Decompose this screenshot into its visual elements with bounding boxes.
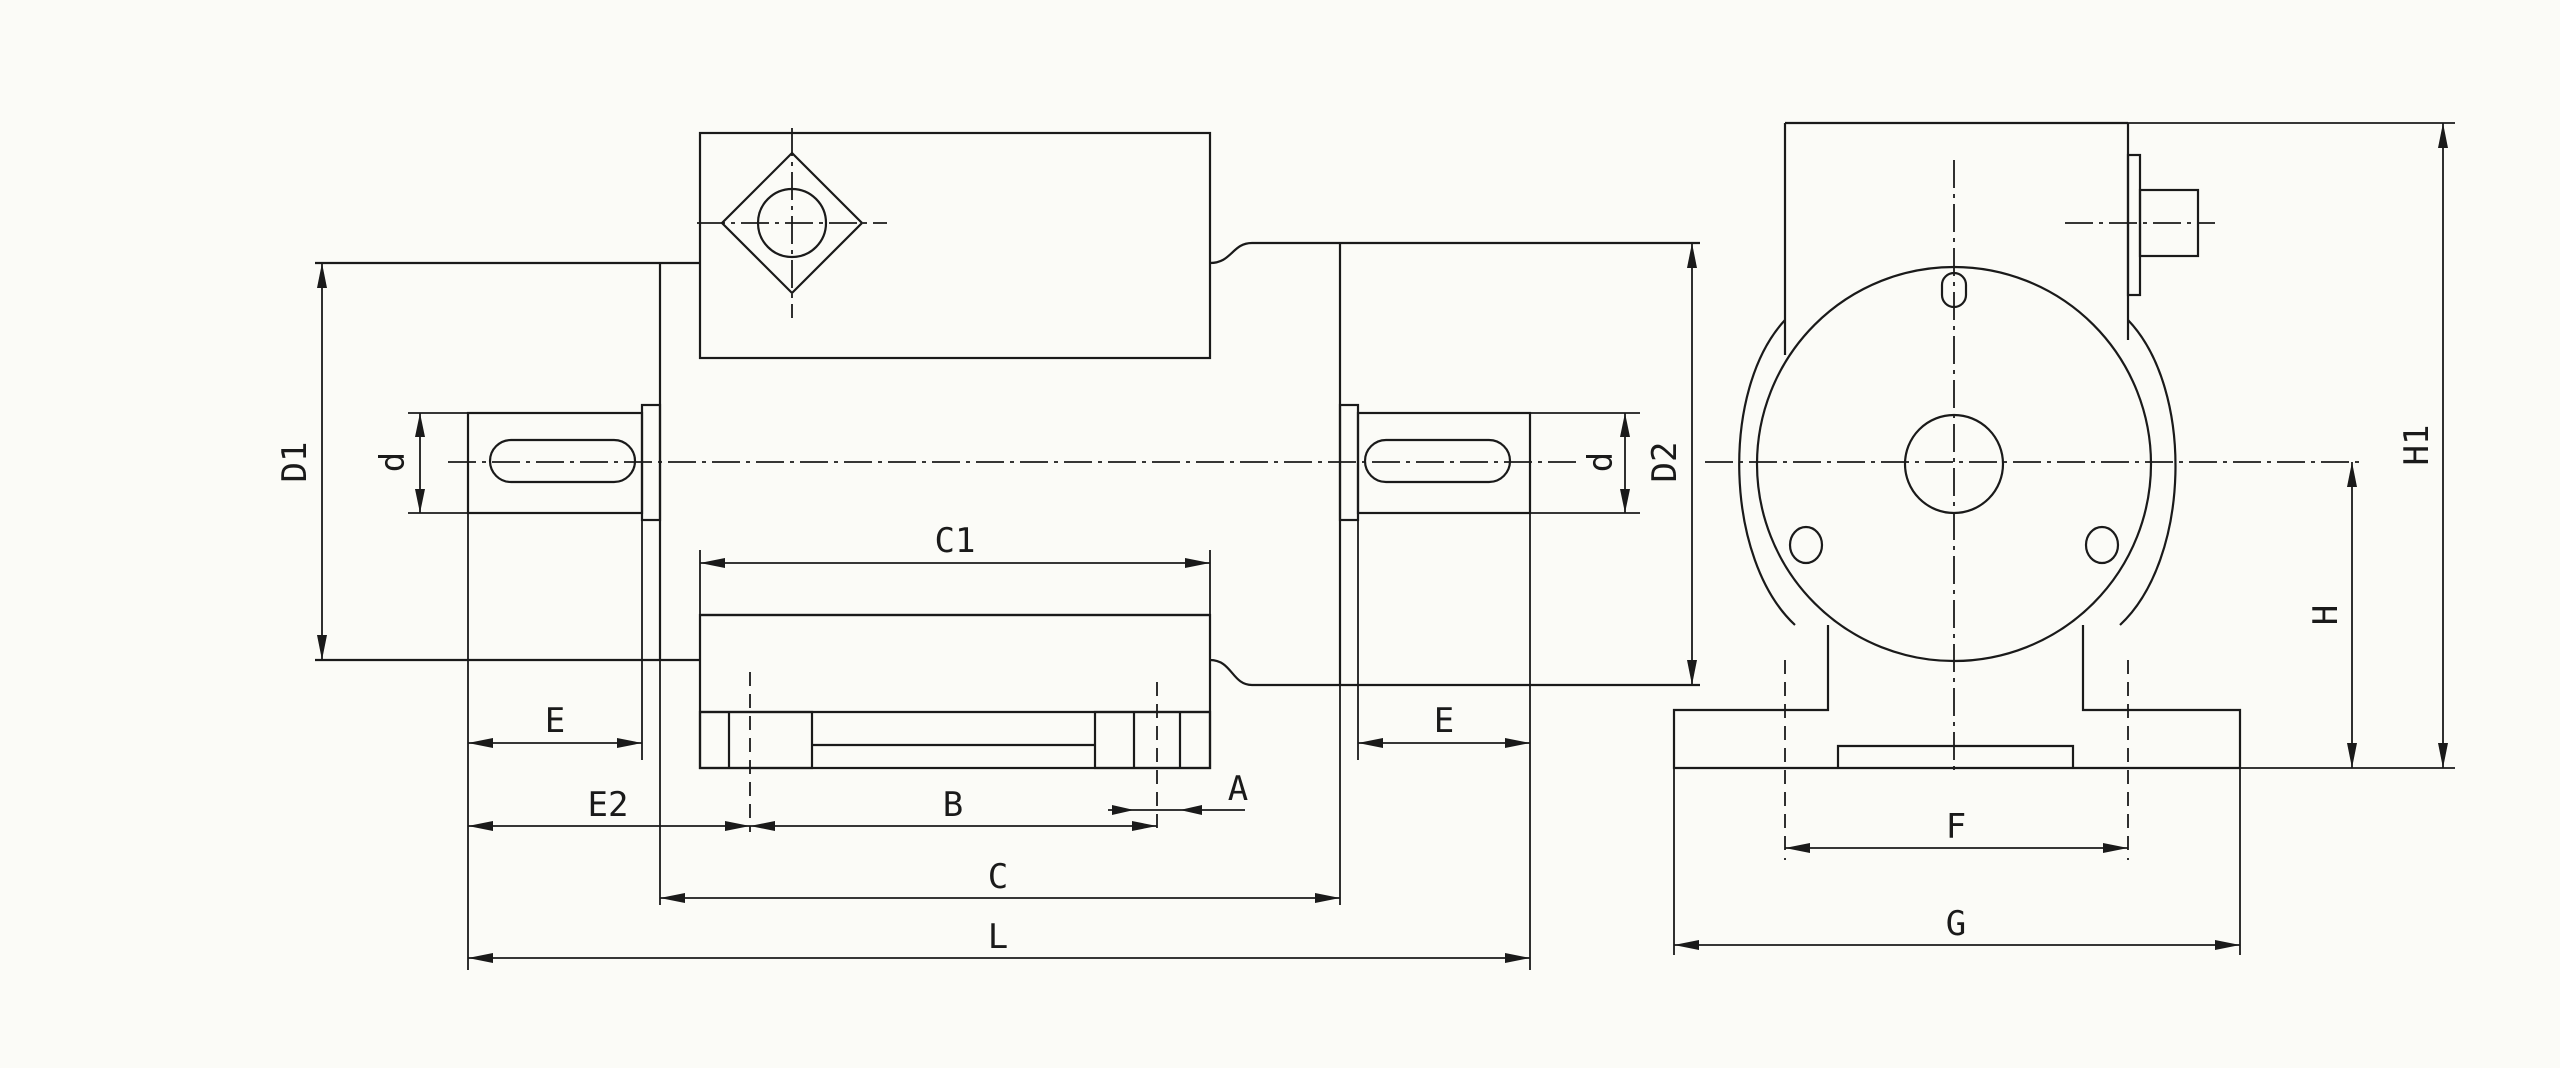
label-G: G (1946, 904, 1966, 944)
label-A: A (1228, 769, 1248, 809)
dim-B (750, 821, 1157, 831)
front-view (1672, 121, 2360, 860)
label-C: C (988, 857, 1008, 897)
label-H1: H1 (2397, 425, 2437, 466)
label-B: B (943, 785, 963, 825)
right-shaft (1338, 403, 1532, 522)
side-base-feet (698, 672, 1212, 832)
dimensions (317, 122, 2455, 970)
dimension-labels: D1 d d D2 C1 E E A E2 B C L H1 H F G (275, 425, 2437, 957)
label-F: F (1946, 807, 1966, 847)
dim-G (1673, 768, 2241, 955)
dim-C (659, 660, 1341, 905)
dim-D2 (1687, 243, 1697, 685)
dim-E-left (467, 513, 643, 970)
label-L: L (988, 917, 1008, 957)
junction-box (698, 131, 1212, 360)
label-d-right: d (1581, 452, 1621, 472)
dim-H (2347, 462, 2357, 768)
label-E-right: E (1434, 701, 1454, 741)
dim-d-left (408, 412, 468, 514)
dim-L (468, 953, 1530, 963)
dim-d-right (1530, 412, 1640, 514)
end-shield (1738, 265, 2177, 663)
dim-D1 (317, 263, 327, 660)
junction-box-connector (697, 128, 887, 318)
label-E2: E2 (588, 785, 629, 825)
label-E-left: E (545, 701, 565, 741)
label-H: H (2306, 605, 2346, 625)
front-base (1672, 625, 2242, 860)
label-D1: D1 (275, 442, 315, 483)
label-D2: D2 (1645, 442, 1685, 483)
dim-H1 (2128, 122, 2455, 769)
dim-F (1785, 843, 2128, 853)
side-view (315, 128, 1700, 832)
motor-body (315, 241, 1700, 770)
dim-E-right (1357, 513, 1531, 970)
terminal-housing (1783, 121, 2215, 355)
label-d-left: d (373, 452, 413, 472)
label-C1: C1 (935, 521, 976, 561)
dim-C1 (699, 550, 1211, 615)
dim-A (1108, 805, 1245, 815)
dim-E2 (468, 821, 750, 831)
